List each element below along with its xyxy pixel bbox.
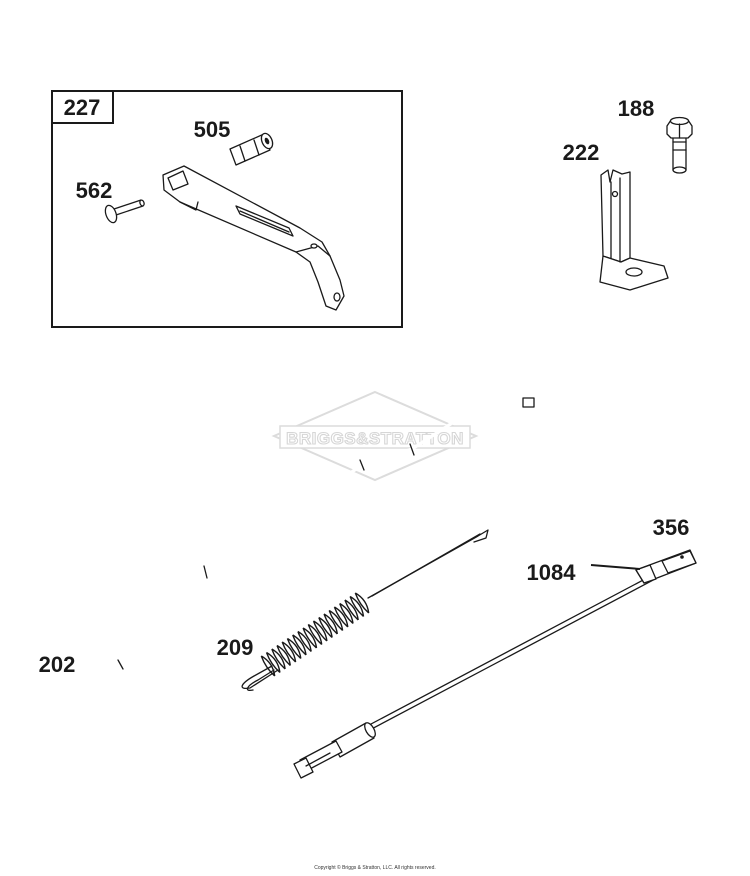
label-505[interactable]: 505 xyxy=(194,117,231,142)
copyright-notice: Copyright © Briggs & Stratton, LLC. All … xyxy=(314,865,436,871)
label-562[interactable]: 562 xyxy=(76,178,113,203)
part-188-bolt[interactable] xyxy=(666,116,693,174)
part-222-bracket[interactable] xyxy=(599,169,669,291)
label-1084[interactable]: 1084 xyxy=(527,560,577,585)
label-356[interactable]: 356 xyxy=(653,515,690,540)
label-222[interactable]: 222 xyxy=(563,140,600,165)
group-box-label: 227 xyxy=(64,95,101,120)
part-505-spacer[interactable] xyxy=(229,132,275,166)
label-209[interactable]: 209 xyxy=(217,635,254,660)
label-188[interactable]: 188 xyxy=(618,96,655,121)
briggs-stratton-watermark: BRIGGS&STRATTON xyxy=(271,390,479,482)
group-box-227: 227 xyxy=(51,90,403,328)
part-356-cable[interactable] xyxy=(293,549,697,779)
leader-1084 xyxy=(590,564,641,570)
label-202[interactable]: 202 xyxy=(39,652,76,677)
part-202-rod[interactable] xyxy=(57,382,536,730)
part-562-pin[interactable] xyxy=(103,199,145,224)
part-227-bracket[interactable] xyxy=(162,165,345,311)
part-209-spring[interactable] xyxy=(241,529,489,692)
